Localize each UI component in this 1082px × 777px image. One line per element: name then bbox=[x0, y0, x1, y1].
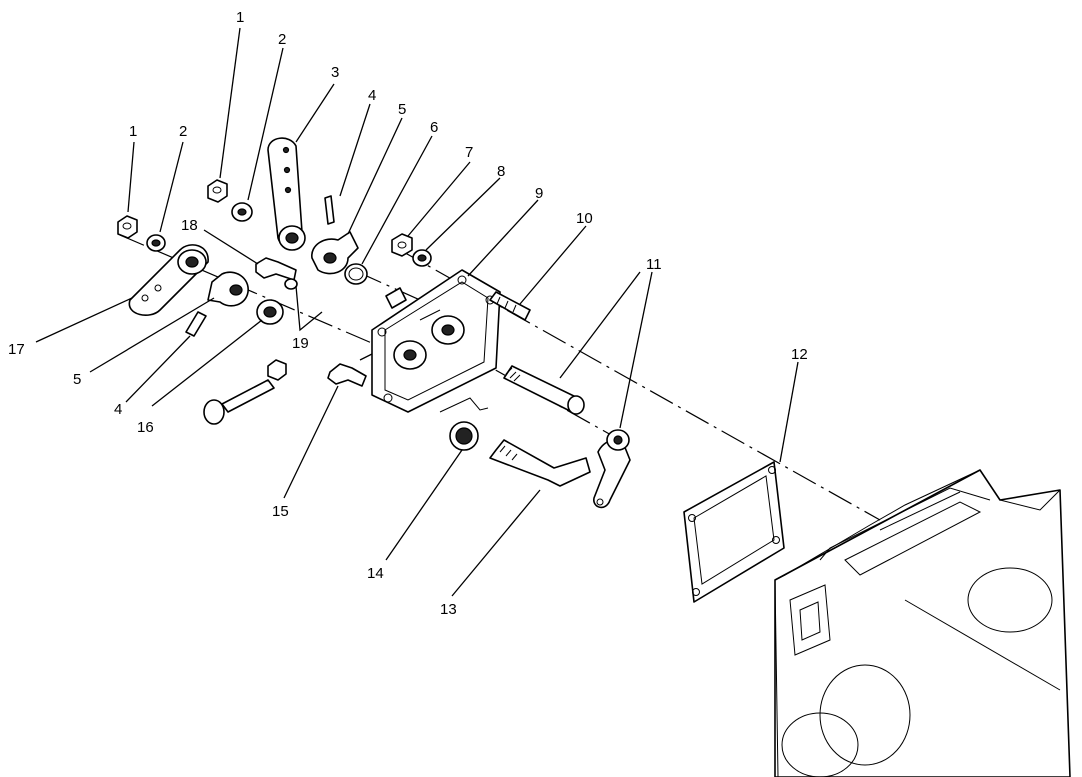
spring-14 bbox=[439, 397, 489, 451]
nut-7 bbox=[391, 233, 413, 257]
callout-11: 11 bbox=[646, 256, 662, 273]
callout-5-left: 5 bbox=[73, 371, 81, 388]
callout-10: 10 bbox=[576, 210, 593, 227]
callout-3: 3 bbox=[331, 64, 339, 81]
callout-labels: 1 2 1 2 3 4 5 6 7 8 9 10 11 12 13 14 15 … bbox=[8, 9, 808, 618]
shaft-11 bbox=[503, 365, 585, 415]
callout-4-upper: 4 bbox=[368, 87, 376, 104]
nut-1-left bbox=[117, 215, 138, 239]
callout-19: 19 bbox=[292, 335, 309, 352]
callout-1-left: 1 bbox=[129, 123, 137, 140]
gasket-12 bbox=[683, 461, 785, 603]
stud-10 bbox=[489, 291, 531, 321]
callout-13: 13 bbox=[440, 601, 457, 618]
callout-6: 6 bbox=[430, 119, 438, 136]
cover-housing-9 bbox=[371, 269, 501, 413]
washer-2-left bbox=[146, 234, 166, 252]
bolt-18 bbox=[255, 257, 297, 281]
o-ring-6 bbox=[344, 263, 368, 285]
callout-4-left: 4 bbox=[114, 401, 122, 418]
engine-block bbox=[774, 469, 1071, 777]
pin-4-left bbox=[185, 311, 207, 337]
callout-14: 14 bbox=[367, 565, 384, 582]
lever-3 bbox=[267, 137, 306, 251]
seal-16 bbox=[256, 299, 284, 325]
pin-4-upper bbox=[324, 195, 335, 225]
callout-18: 18 bbox=[181, 217, 198, 234]
bracket-11 bbox=[593, 429, 631, 509]
callout-16: 16 bbox=[137, 419, 154, 436]
callout-12: 12 bbox=[791, 346, 808, 363]
nut-1-upper bbox=[207, 179, 228, 203]
callout-17: 17 bbox=[8, 341, 25, 358]
callout-2-upper: 2 bbox=[278, 31, 286, 48]
washer-8 bbox=[412, 249, 432, 267]
leader-lines bbox=[35, 27, 799, 597]
callout-9: 9 bbox=[535, 185, 543, 202]
washer-19 bbox=[284, 278, 298, 290]
callout-8: 8 bbox=[497, 163, 505, 180]
screw-stop bbox=[203, 359, 287, 425]
callout-5-upper: 5 bbox=[398, 101, 406, 118]
callout-2-left: 2 bbox=[179, 123, 187, 140]
callout-7: 7 bbox=[465, 144, 473, 161]
bracket-5-left bbox=[207, 271, 249, 307]
lever-17 bbox=[128, 244, 209, 316]
callout-1-upper: 1 bbox=[236, 9, 244, 26]
callout-15: 15 bbox=[272, 503, 289, 520]
shaft-13 bbox=[489, 439, 591, 487]
washer-2-upper bbox=[231, 202, 253, 222]
bolt-15 bbox=[327, 363, 367, 387]
bracket-5-upper bbox=[311, 231, 359, 275]
